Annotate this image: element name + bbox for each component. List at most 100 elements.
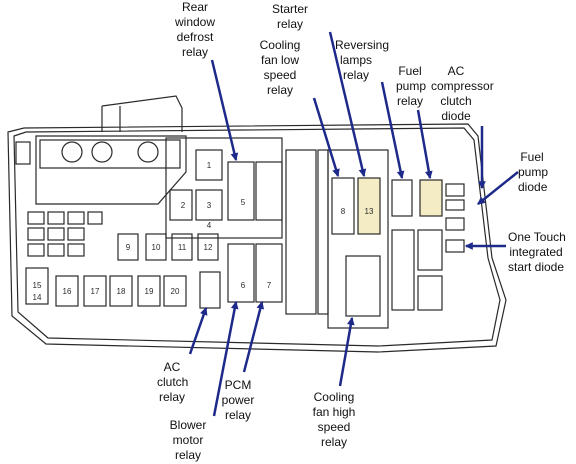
diode-one-touch-start-outline: [446, 240, 464, 252]
fuse-number: 11: [178, 243, 187, 252]
label-line: relay: [173, 45, 217, 60]
fuse-number: 17: [91, 287, 100, 296]
fuse-number: 14: [33, 293, 42, 302]
relay-blower-motor-outline: [228, 244, 254, 302]
slot: [16, 142, 30, 164]
fuse-number: 6: [241, 281, 246, 290]
label-line: diode: [518, 180, 546, 195]
pointer-head: [201, 308, 207, 315]
label-line: Fuel: [396, 64, 424, 79]
fuse-number: 13: [365, 207, 374, 216]
label-line: Reversing: [335, 38, 377, 53]
slot: [28, 228, 44, 240]
fuse-number: 20: [171, 287, 180, 296]
relay-rear-window-defrost-outline: [228, 162, 254, 220]
fuse-number: 8: [341, 207, 346, 216]
label-line: motor: [169, 433, 207, 448]
label-line: PCM: [219, 378, 257, 393]
label-line: pump: [396, 79, 424, 94]
label-line: Starter: [270, 2, 310, 17]
fuse-socket: [138, 142, 158, 162]
label-fuel-pump-diode: Fuelpumpdiode: [518, 150, 546, 195]
slot: [48, 244, 64, 256]
mini-fuse-strip: [318, 150, 328, 314]
pointer-rear-window-defrost-relay: [212, 60, 236, 160]
label-line: clutch: [157, 375, 187, 390]
slot: [28, 212, 44, 224]
label-line: start diode: [508, 260, 564, 275]
label-line: relay: [157, 390, 187, 405]
pointer-fuel-pump-relay: [418, 110, 430, 178]
pointer-pcm-power-relay: [244, 302, 262, 372]
pointer-head: [257, 302, 263, 309]
diode-block: [446, 218, 464, 230]
label-line: Blower: [169, 418, 207, 433]
fuse-number: 3: [207, 201, 212, 210]
relay-block: [256, 162, 282, 220]
fuse-number: 10: [152, 243, 161, 252]
fuse-number: 2: [181, 201, 186, 210]
relay-cooling-fan-low-outline: [332, 178, 354, 234]
diode-ac-compressor-clutch-outline: [446, 184, 464, 196]
fuse-number: 12: [204, 243, 213, 252]
diode-fuel-pump-outline: [446, 200, 464, 210]
label-line: relay: [396, 94, 424, 109]
fuse-slot-row: [40, 140, 180, 168]
pointer-head: [232, 153, 238, 160]
relay-ac-clutch-outline: [200, 272, 220, 308]
fuse-number: 15: [33, 281, 42, 290]
label-line: pump: [518, 165, 546, 180]
label-line: relay: [169, 448, 207, 463]
label-line: Rear: [173, 0, 217, 15]
fuse-socket: [62, 142, 82, 162]
cover-block: [36, 136, 186, 204]
fuse-number: 1: [207, 161, 212, 170]
label-line: window: [173, 15, 217, 30]
label-line: diode: [431, 109, 481, 124]
slot: [88, 212, 102, 224]
fuse-number: 18: [117, 287, 126, 296]
pointer-head: [333, 169, 339, 176]
relay-cooling-fan-high-outline: [346, 256, 380, 316]
label-rear-window-defrost-relay: Rearwindowdefrostrelay: [173, 0, 217, 60]
slot: [68, 212, 84, 224]
relay-starter-outline: [358, 178, 380, 234]
fuse-number: 7: [267, 281, 272, 290]
fuse-block-large: [392, 230, 414, 310]
fuse-number: 19: [145, 287, 154, 296]
label-line: lamps: [335, 53, 377, 68]
label-line: Fuel: [518, 150, 546, 165]
label-line: fan high: [312, 405, 356, 420]
relay-area-frame: [328, 150, 388, 328]
label-line: integrated: [508, 245, 564, 260]
relay-group-frame: [166, 138, 282, 238]
relay-pcm-power-outline: [256, 244, 282, 302]
label-line: One Touch: [508, 230, 564, 245]
label-line: AC: [157, 360, 187, 375]
pointer-head: [360, 169, 366, 176]
fuse-number: 16: [63, 287, 72, 296]
label-line: power: [219, 393, 257, 408]
slot: [48, 212, 64, 224]
label-line: relay: [258, 83, 302, 98]
fuse-number: 9: [126, 243, 131, 252]
fuse-socket: [92, 142, 112, 162]
fuse-block-large: [418, 230, 442, 270]
mini-fuse-strip: [286, 150, 316, 314]
label-line: defrost: [173, 30, 217, 45]
label-line: Cooling: [312, 390, 356, 405]
label-line: relay: [219, 408, 257, 423]
label-line: AC: [431, 64, 481, 79]
label-cooling-fan-low-speed-relay: Coolingfan lowspeedrelay: [258, 38, 302, 98]
relay-fuel-pump-outline: [420, 180, 442, 216]
relay-reversing-lamps-outline: [392, 180, 412, 216]
pointer-head: [466, 243, 472, 249]
label-line: relay: [335, 68, 377, 83]
